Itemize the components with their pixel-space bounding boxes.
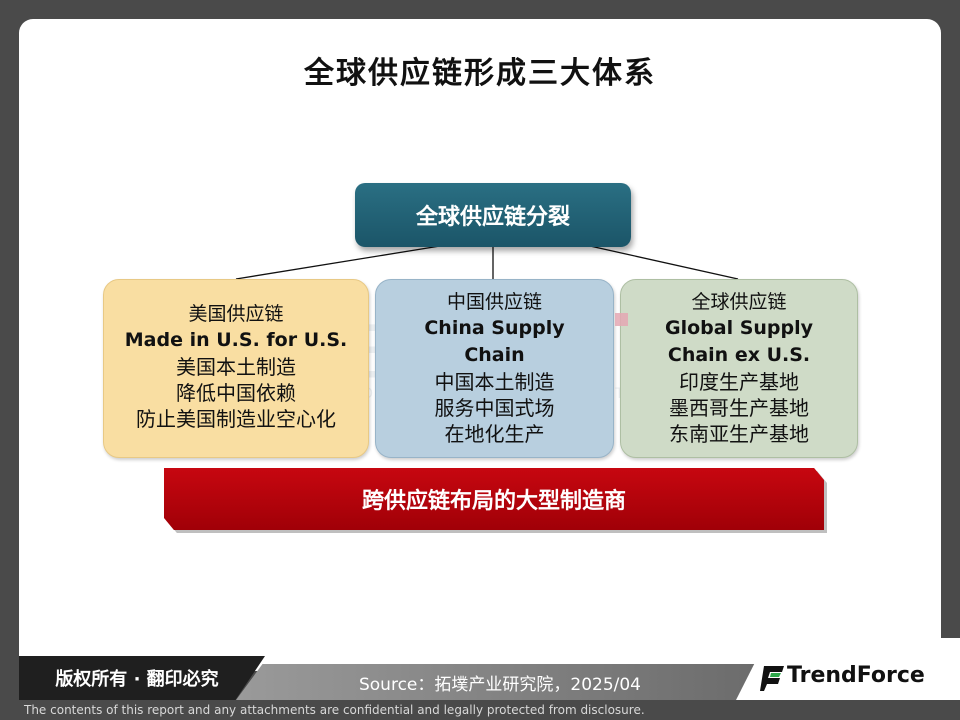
box-item: 防止美国制造业空心化	[136, 407, 336, 431]
connector-left	[235, 245, 441, 280]
box-english-name: Made in U.S. for U.S.	[124, 329, 348, 351]
connector-right	[589, 245, 739, 280]
box-english-name: China Supply	[424, 317, 565, 339]
box-global-supply-chain: 全球供应链 Global Supply Chain ex U.S. 印度生产基地…	[620, 279, 858, 458]
box-heading: 全球供应链	[691, 291, 787, 313]
page-title: 全球供应链形成三大体系	[304, 56, 656, 91]
watermark-square	[615, 313, 628, 326]
box-english-name: Global Supply	[664, 317, 814, 339]
box-item: 墨西哥生产基地	[669, 396, 809, 420]
source-text: Source：拓墣产业研究院，2025/04	[358, 674, 641, 695]
box-item: 降低中国依赖	[176, 381, 296, 405]
box-english-name: Chain	[464, 344, 525, 366]
copyright-label: 版权所有 · 翻印必究	[19, 656, 265, 700]
disclaimer-text: The contents of this report and any atta…	[24, 703, 645, 717]
box-item: 美国本土制造	[176, 355, 296, 379]
box-us-supply-chain: 美国供应链 Made in U.S. for U.S. 美国本土制造 降低中国依…	[103, 279, 369, 458]
box-english-name: Chain ex U.S.	[667, 344, 811, 366]
box-item: 在地化生产	[444, 422, 545, 446]
trendforce-logo-icon	[760, 666, 784, 691]
box-item: 印度生产基地	[679, 370, 799, 394]
source-strip	[236, 664, 766, 700]
box-china-supply-chain: 中国供应链 China Supply Chain 中国本土制造 服务中国式场 在…	[375, 279, 614, 458]
box-item: 东南亚生产基地	[669, 422, 809, 446]
box-item: 中国本土制造	[434, 370, 555, 394]
box-heading: 中国供应链	[446, 291, 542, 313]
box-heading: 美国供应链	[188, 303, 284, 325]
manufacturer-banner: 跨供应链布局的大型制造商	[164, 468, 824, 530]
trendforce-logo-text: TrendForce	[787, 663, 925, 688]
box-item: 服务中国式场	[434, 396, 555, 420]
root-node: 全球供应链分裂	[355, 183, 631, 247]
